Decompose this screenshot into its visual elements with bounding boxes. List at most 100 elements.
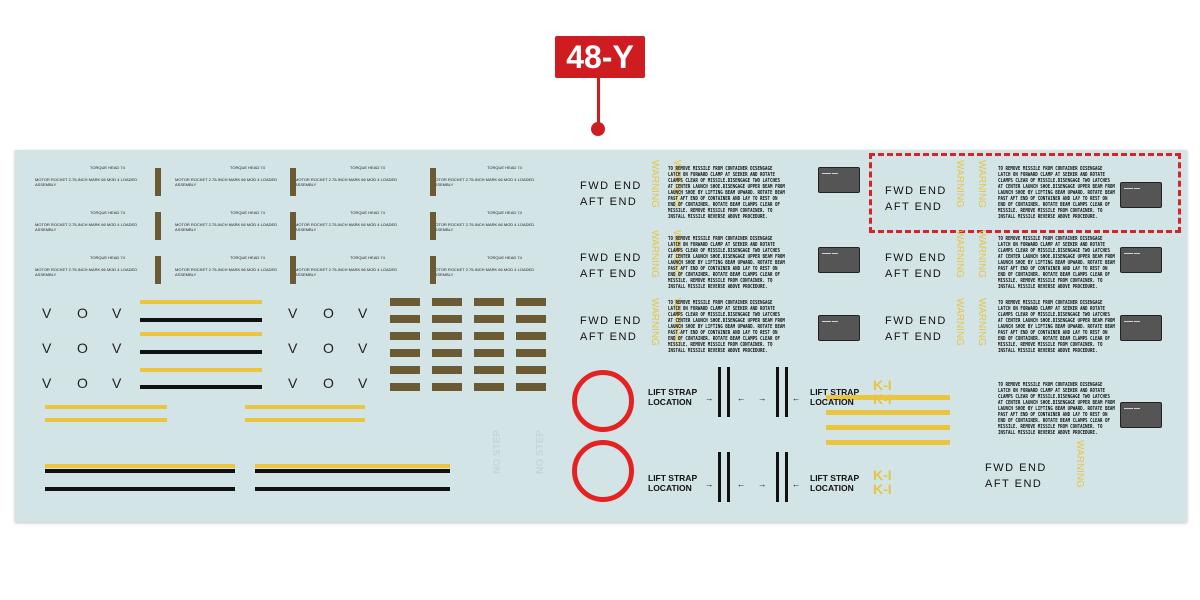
torque-head-text: TORQUE HEAD 74 — [487, 165, 522, 170]
warning-decal: WARNING — [671, 298, 682, 346]
brown-bar-decal — [290, 168, 296, 196]
warning-decal: WARNING — [954, 298, 965, 346]
symbol-decal: O — [323, 340, 334, 356]
aft-end-decal: AFT END — [580, 196, 638, 208]
fwd-end-decal: FWD END — [580, 315, 642, 327]
brown-bar-decal — [290, 212, 296, 240]
placard-marking: ▬▬▬ ▬▬ — [1124, 251, 1140, 255]
lift-strap-label: LOCATION — [810, 397, 854, 407]
torque-head-text: TORQUE HEAD 74 — [90, 255, 125, 260]
brown-bar-decal — [430, 212, 436, 240]
placard-marking: ▬▬▬ ▬▬ — [822, 171, 838, 175]
torque-head-text: TORQUE HEAD 74 — [230, 255, 265, 260]
torque-head-text: TORQUE HEAD 74 — [487, 210, 522, 215]
no-step-decal: NO STEP — [492, 430, 503, 474]
gray-placard-decal: ▬▬▬ ▬▬ — [818, 247, 860, 273]
brown-dash-decal — [432, 315, 462, 323]
aft-end-decal: AFT END — [885, 201, 943, 213]
brown-bar-decal — [155, 212, 161, 240]
symbol-decal: V — [288, 375, 298, 391]
brown-bar-decal — [430, 168, 436, 196]
symbol-decal: V — [358, 305, 368, 321]
stripe-decal — [140, 385, 262, 389]
brown-dash-decal — [432, 383, 462, 391]
stripe-decal — [245, 418, 365, 422]
removal-instructions-decal: TO REMOVE MISSILE FROM CONTAINER DISENGA… — [998, 300, 1115, 354]
brown-dash-decal — [474, 383, 504, 391]
lift-strap-label: LIFT STRAP — [810, 387, 860, 397]
removal-instructions-decal: TO REMOVE MISSILE FROM CONTAINER DISENGA… — [668, 236, 785, 290]
stripe-decal — [45, 469, 235, 473]
warning-decal: WARNING — [954, 230, 965, 278]
symbol-decal: V — [288, 305, 298, 321]
brown-dash-decal — [390, 332, 420, 340]
stripe-decal — [826, 410, 950, 415]
stripe-decal — [826, 395, 950, 400]
brown-dash-decal — [474, 349, 504, 357]
torque-head-text: TORQUE HEAD 74 — [350, 255, 385, 260]
fwd-end-decal: FWD END — [985, 462, 1047, 474]
fwd-end-decal: FWD END — [580, 180, 642, 192]
stripe-decal — [255, 464, 450, 468]
brown-dash-decal — [516, 383, 546, 391]
lift-strap-bar — [727, 367, 730, 417]
brown-dash-decal — [516, 332, 546, 340]
ki-decal: K-I — [873, 467, 892, 483]
symbol-decal: V — [358, 340, 368, 356]
warning-decal: WARNING — [649, 298, 660, 346]
torque-head-text: TORQUE HEAD 74 — [230, 210, 265, 215]
symbol-decal: V — [42, 340, 52, 356]
arrow-icon: → — [758, 479, 767, 489]
symbol-decal: V — [112, 305, 122, 321]
callout-label: 48-Y — [555, 36, 645, 78]
stripe-decal — [826, 425, 950, 430]
symbol-decal: O — [77, 375, 88, 391]
symbol-decal: V — [42, 375, 52, 391]
motor-text: MOTOR ROCKET 2.75-INCH MARK 66 MOD 4 LOA… — [432, 267, 535, 277]
lift-strap-bar — [727, 452, 730, 502]
arrow-icon: ← — [792, 393, 801, 403]
ki-decal: K-I — [873, 391, 892, 407]
brown-bar-decal — [430, 256, 436, 284]
red-ring-decal — [572, 440, 634, 502]
motor-text: MOTOR ROCKET 2.75-INCH MARK 66 MOD 4 LOA… — [295, 267, 398, 277]
brown-dash-decal — [516, 315, 546, 323]
brown-dash-decal — [390, 349, 420, 357]
warning-decal: WARNING — [976, 160, 987, 208]
fwd-end-decal: FWD END — [885, 252, 947, 264]
brown-dash-decal — [390, 366, 420, 374]
lift-strap-label: LOCATION — [648, 483, 692, 493]
gray-placard-decal: ▬▬▬ ▬▬ — [818, 167, 860, 193]
motor-text: MOTOR ROCKET 2.75-INCH MARK 66 MOD 4 LOA… — [432, 177, 535, 187]
brown-dash-decal — [432, 366, 462, 374]
fwd-end-decal: FWD END — [885, 315, 947, 327]
warning-decal: WARNING — [976, 298, 987, 346]
symbol-decal: V — [112, 340, 122, 356]
brown-dash-decal — [474, 366, 504, 374]
red-ring-decal — [572, 370, 634, 432]
motor-text: MOTOR ROCKET 2.75-INCH MARK 66 MOD 4 LOA… — [295, 177, 398, 187]
brown-dash-decal — [390, 383, 420, 391]
aft-end-decal: AFT END — [885, 268, 943, 280]
torque-head-text: TORQUE HEAD 74 — [350, 210, 385, 215]
brown-dash-decal — [474, 298, 504, 306]
stripe-decal — [245, 405, 365, 409]
aft-end-decal: AFT END — [580, 331, 638, 343]
aft-end-decal: AFT END — [985, 478, 1043, 490]
warning-decal: WARNING — [671, 160, 682, 208]
lift-strap-label: LIFT STRAP — [810, 473, 860, 483]
brown-dash-decal — [390, 315, 420, 323]
torque-head-text: TORQUE HEAD 74 — [350, 165, 385, 170]
torque-head-text: TORQUE HEAD 74 — [90, 210, 125, 215]
lift-strap-bar — [785, 452, 788, 502]
gray-placard-decal: ▬▬▬ ▬▬ — [818, 315, 860, 341]
aft-end-decal: AFT END — [580, 268, 638, 280]
warning-decal: WARNING — [1074, 440, 1085, 488]
removal-instructions-decal: TO REMOVE MISSILE FROM CONTAINER DISENGA… — [998, 382, 1115, 436]
brown-dash-decal — [516, 298, 546, 306]
lift-strap-label: LIFT STRAP — [648, 387, 698, 397]
lift-strap-bar — [776, 367, 779, 417]
brown-dash-decal — [390, 298, 420, 306]
symbol-decal: O — [323, 305, 334, 321]
highlight-dashed-box — [869, 153, 1181, 233]
